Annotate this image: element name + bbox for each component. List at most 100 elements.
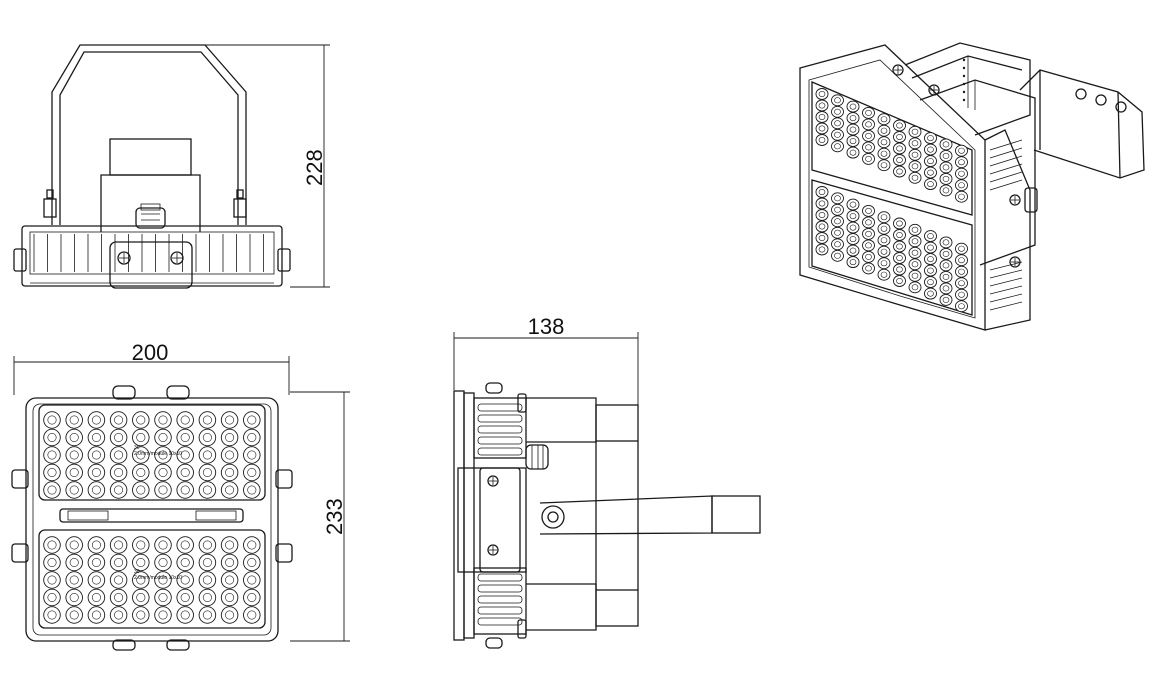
- led-lens: [47, 575, 57, 585]
- led-lens: [225, 540, 235, 550]
- led-lens: [880, 139, 888, 146]
- isometric-view: [799, 42, 1145, 331]
- led-lens: [247, 610, 257, 620]
- led-lens: [865, 265, 872, 272]
- led-lens: [958, 280, 965, 287]
- led-lens: [911, 226, 919, 233]
- led-lens: [225, 592, 235, 602]
- led-lens: [958, 182, 965, 189]
- led-lens: [896, 220, 903, 227]
- led-lens: [136, 575, 146, 585]
- led-lens: [114, 415, 124, 425]
- led-lens: [849, 259, 857, 266]
- led-lens: [880, 260, 888, 267]
- fin: [477, 414, 523, 423]
- led-lens: [958, 159, 965, 166]
- led-lens: [136, 557, 146, 567]
- led-lens: [834, 241, 841, 248]
- led-lens: [136, 467, 146, 477]
- hole: [962, 90, 966, 94]
- led-lens: [896, 157, 903, 164]
- led-lens: [69, 540, 79, 550]
- fin: [989, 269, 1023, 279]
- led-lens: [247, 450, 257, 460]
- led-lens: [958, 245, 965, 252]
- led-lens: [834, 143, 841, 150]
- led-lens: [834, 252, 841, 259]
- led-lens: [180, 432, 190, 442]
- led-lens: [927, 279, 934, 286]
- led-lens: [158, 592, 168, 602]
- led-lens: [942, 187, 950, 194]
- led-lens: [927, 290, 934, 297]
- led-lens: [849, 224, 857, 231]
- led-lens: [202, 592, 212, 602]
- led-lens: [202, 557, 212, 567]
- led-lens: [114, 450, 124, 460]
- led-lens: [927, 267, 934, 274]
- led-lens: [927, 244, 934, 251]
- led-lens: [958, 193, 965, 200]
- led-lens: [225, 432, 235, 442]
- led-lens: [180, 592, 190, 602]
- bottom-view: 200 30 2.0mm/module 10x10 30 2.0mm/modul…: [11, 340, 350, 651]
- led-lens: [927, 169, 934, 176]
- led-lens: [818, 114, 826, 121]
- led-lens: [958, 147, 965, 154]
- led-lens: [818, 212, 826, 219]
- led-lens: [225, 450, 235, 460]
- led-lens: [247, 432, 257, 442]
- module-code: 30: [134, 445, 140, 451]
- fin: [989, 179, 1023, 191]
- led-lens: [865, 219, 872, 226]
- led-lens: [834, 131, 841, 138]
- fin: [477, 425, 523, 434]
- led-lens: [849, 201, 857, 208]
- fin: [989, 171, 1023, 183]
- led-lens: [958, 257, 965, 264]
- led-lens: [942, 285, 950, 292]
- led-lens: [865, 230, 872, 237]
- led-lens: [69, 415, 79, 425]
- led-lens: [865, 121, 872, 128]
- led-lens: [896, 277, 903, 284]
- led-lens: [942, 152, 950, 159]
- led-lens: [834, 206, 841, 213]
- led-lens: [114, 540, 124, 550]
- screw-icon: [892, 64, 904, 76]
- led-lens: [47, 610, 57, 620]
- led-lens: [942, 175, 950, 182]
- led-lens: [818, 223, 826, 230]
- led-lens: [247, 540, 257, 550]
- led-lens: [896, 255, 903, 262]
- hole: [962, 74, 966, 78]
- led-lens: [202, 467, 212, 477]
- led-lens: [202, 575, 212, 585]
- fin: [477, 447, 523, 456]
- led-lens: [896, 145, 903, 152]
- led-lens: [180, 467, 190, 477]
- led-lens: [202, 415, 212, 425]
- led-lens: [942, 239, 950, 246]
- led-lens: [865, 155, 872, 162]
- led-lens: [927, 256, 934, 263]
- led-lens: [91, 557, 101, 567]
- screw-icon: [487, 544, 499, 556]
- fin: [477, 584, 523, 593]
- led-lens: [47, 467, 57, 477]
- fin: [989, 293, 1023, 303]
- led-lens: [896, 243, 903, 250]
- led-lens: [880, 150, 888, 157]
- led-lens: [69, 557, 79, 567]
- led-lens: [69, 485, 79, 495]
- led-lens: [865, 253, 872, 260]
- module-code: 30: [134, 569, 140, 575]
- led-lens: [225, 575, 235, 585]
- led-lens: [865, 207, 872, 214]
- led-lens: [818, 246, 826, 253]
- fin: [989, 163, 1023, 175]
- led-lens: [247, 557, 257, 567]
- dim-front-height: 228: [302, 149, 327, 186]
- led-lens: [114, 467, 124, 477]
- led-lens: [818, 125, 826, 132]
